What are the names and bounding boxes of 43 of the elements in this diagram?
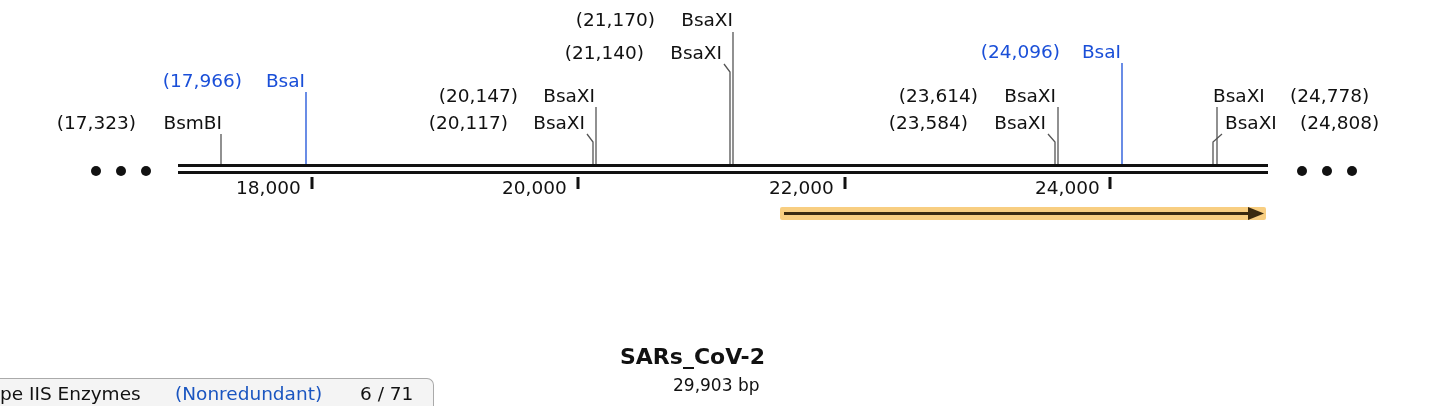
site-position: (21,140) [564,42,644,64]
map-title: SARs_CoV-2 [620,346,766,368]
site-position: (17,323) [56,112,136,134]
leader-line [723,63,731,165]
enzyme-name: BsaI [1081,41,1121,63]
site-position: (17,966) [162,70,242,92]
enzyme-name: BsaXI [543,85,595,107]
site-position: (24,808) [1300,112,1380,134]
site-position: (20,147) [438,85,518,107]
scale-label: 24,000 [1035,177,1100,199]
enzyme-name: BsaXI [681,9,733,31]
site-position: (21,170) [575,9,655,31]
scale-label: 18,000 [236,177,301,199]
leader-line [595,106,597,165]
enzyme-name: BsaXI [1213,85,1265,107]
enzyme-name: BsaXI [1225,112,1277,134]
filter-label: (Nonredundant) [175,383,323,405]
site-position: (23,584) [888,112,968,134]
enzyme-name: BsaXI [670,42,722,64]
enzyme-name: BsaI [265,70,305,92]
leader-line [1047,133,1056,165]
sequence-length: 29,903 bp [673,374,760,396]
leader-line [732,31,734,165]
scale-label: 20,000 [502,177,567,199]
leader-line [1121,62,1123,165]
site-position: (24,778) [1290,85,1370,107]
enzyme-name: BsaXI [533,112,585,134]
leader-line [586,133,594,165]
scale-label: 22,000 [769,177,834,199]
leader-line [305,91,307,165]
enzyme-name: BsmBI [163,112,222,134]
leader-line [1216,106,1218,165]
site-position: (24,096) [980,41,1060,63]
enzyme-set-label: pe IIS Enzymes [0,383,141,405]
enzyme-name: BsaXI [1004,85,1056,107]
leader-line [1057,106,1059,165]
site-position: (20,117) [428,112,508,134]
leader-line [220,133,222,165]
leader-line [1212,133,1223,165]
sequence-backbone [178,164,1268,174]
site-position: (23,614) [898,85,978,107]
count-label: 6 / 71 [360,383,414,405]
enzyme-name: BsaXI [994,112,1046,134]
